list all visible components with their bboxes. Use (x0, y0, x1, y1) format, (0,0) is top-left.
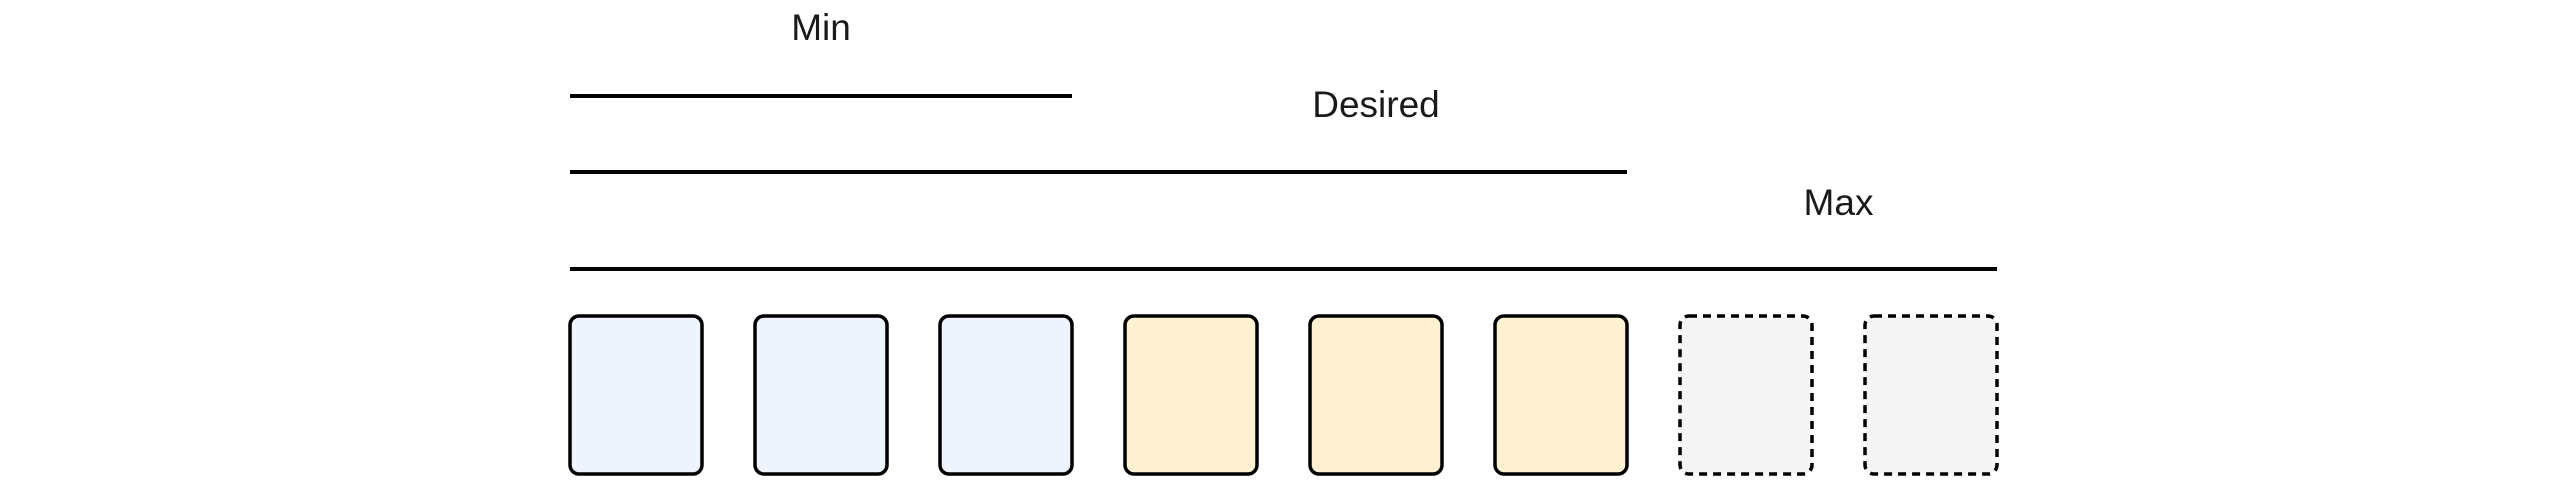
bracket-label-max: Max (1804, 182, 1874, 223)
instance-slot-min (753, 314, 889, 476)
instance-slot-max (1863, 314, 1999, 476)
instance-slot-desired (1308, 314, 1444, 476)
instance-slot-min (938, 314, 1074, 476)
instance-slot-desired (1123, 314, 1259, 476)
instance-slot-min (568, 314, 704, 476)
bracket-label-min: Min (791, 7, 851, 48)
slots-layer (568, 314, 1999, 476)
bracket-label-desired: Desired (1312, 84, 1440, 125)
instance-slot-max (1678, 314, 1814, 476)
instance-slot-desired (1493, 314, 1629, 476)
